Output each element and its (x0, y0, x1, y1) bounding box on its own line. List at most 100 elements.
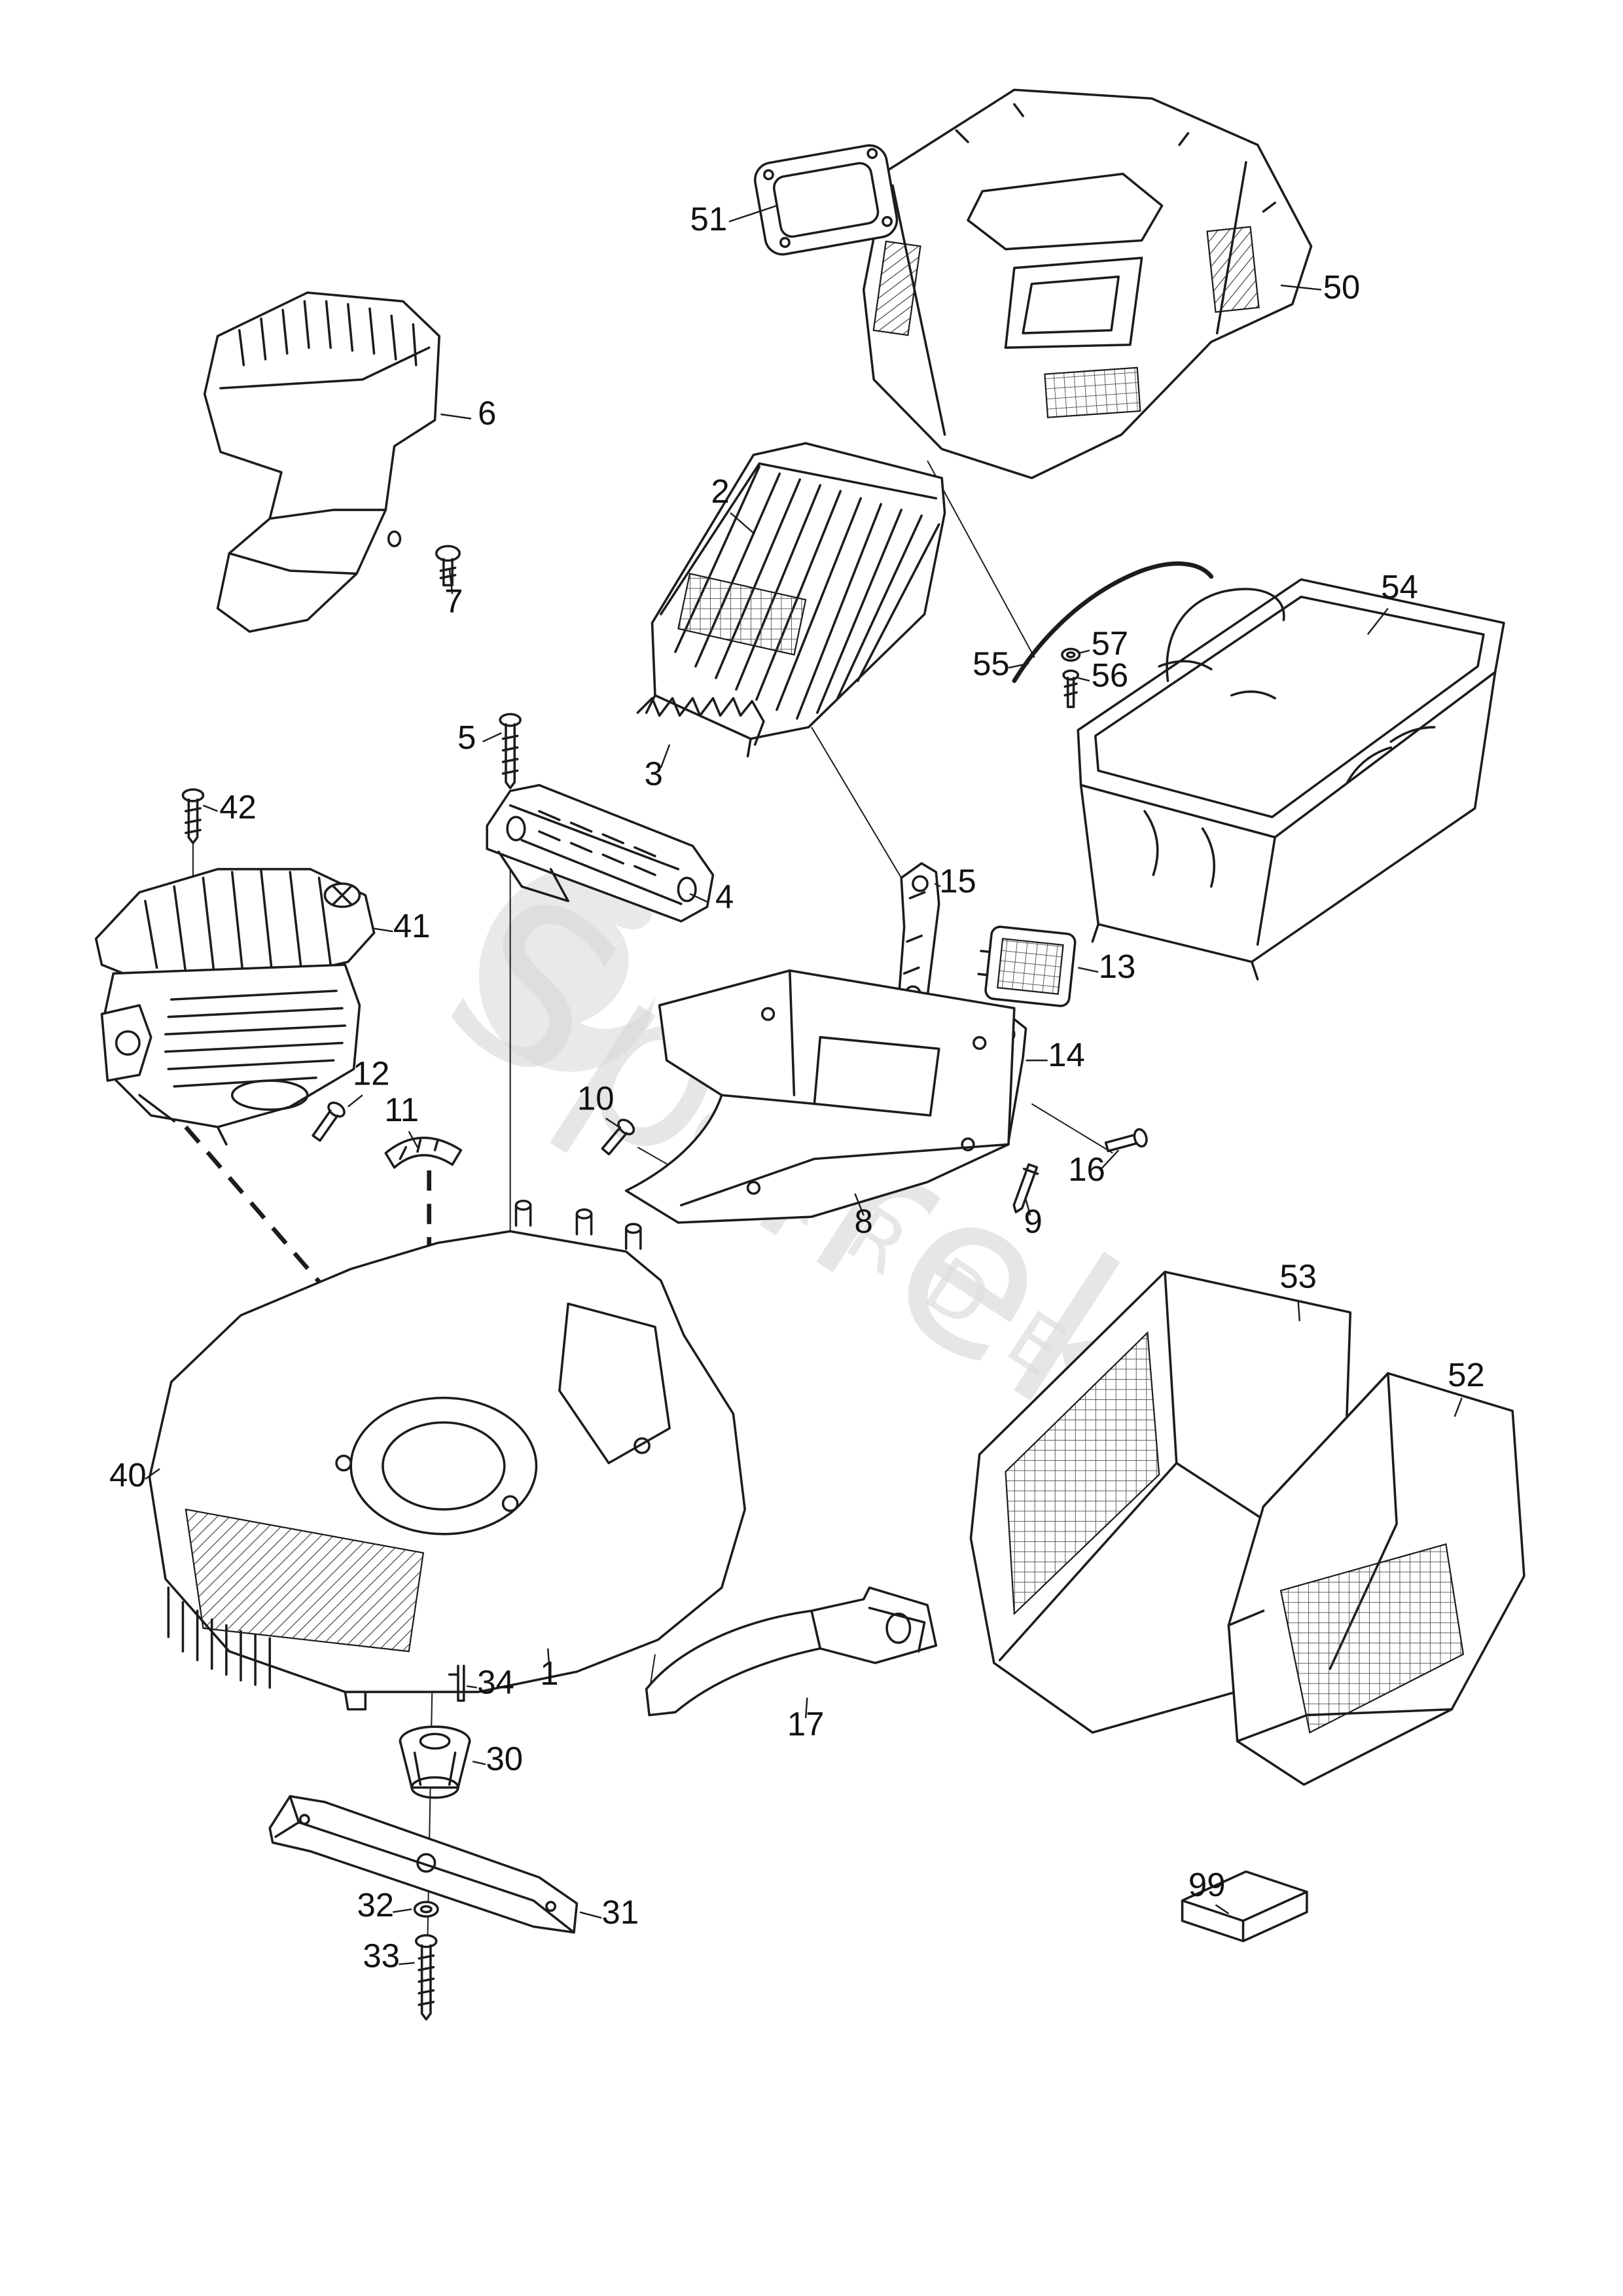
part-label-4: 4 (715, 878, 734, 916)
part-label-34: 34 (477, 1663, 514, 1700)
leader-line-34 (467, 1685, 477, 1689)
part-label-16: 16 (1068, 1151, 1105, 1188)
leader-line-56 (1077, 677, 1090, 682)
leader-line-5 (482, 732, 502, 743)
part-5-screw (499, 713, 522, 789)
part-label-14: 14 (1048, 1036, 1085, 1073)
watermark-leaf-logo (478, 869, 655, 1072)
part-55-handle-rod (1012, 561, 1214, 683)
leader-line-40 (145, 1468, 160, 1480)
leader-line-99 (1215, 1904, 1230, 1914)
part-label-8: 8 (855, 1202, 873, 1240)
leader-line-31 (579, 1911, 602, 1919)
part-label-99: 99 (1188, 1866, 1226, 1903)
part-56-screw (1062, 669, 1080, 708)
part-50-top-cover (862, 88, 1313, 480)
leader-line-57 (1077, 649, 1090, 655)
leader-line-53 (1297, 1300, 1301, 1321)
part-10-screw (601, 1119, 635, 1156)
part-11-clip (384, 1136, 463, 1169)
leader-line-8 (854, 1193, 865, 1216)
part-54-grass-bag (1077, 578, 1505, 980)
part-label-11: 11 (384, 1091, 419, 1128)
leader-line-10 (605, 1117, 620, 1128)
leader-line-54 (1366, 607, 1389, 636)
leader-line-41 (374, 927, 393, 933)
leader-line-9 (1025, 1199, 1031, 1216)
leader-line-55 (1008, 662, 1029, 669)
part-label-5: 5 (457, 719, 476, 756)
part-2-ribbed-cover (645, 442, 946, 758)
leader-line-13 (1077, 967, 1099, 973)
leader-line-50 (1280, 284, 1322, 291)
part-label-7: 7 (444, 583, 463, 620)
part-label-50: 50 (1323, 268, 1361, 306)
leader-line-17 (804, 1697, 808, 1719)
leader-line-6 (440, 413, 472, 420)
part-6-belt-cover (203, 291, 440, 633)
part-31-blade (268, 1795, 579, 1934)
part-label-1: 1 (540, 1655, 558, 1692)
part-41-engine (94, 868, 376, 1146)
leader-line-3 (660, 744, 671, 768)
part-label-15: 15 (939, 862, 976, 899)
leader-line-7 (448, 567, 454, 594)
leader-line-2 (730, 512, 755, 534)
part-label-31: 31 (602, 1893, 639, 1931)
part-7-screw (435, 545, 461, 586)
leader-line-30 (472, 1761, 486, 1765)
leader-line-42 (202, 804, 219, 812)
part-label-42: 42 (219, 788, 257, 825)
part-16-screw (1104, 1128, 1148, 1153)
part-label-32: 32 (357, 1886, 395, 1924)
leader-line-1 (546, 1648, 550, 1668)
leader-line-11 (408, 1130, 419, 1148)
leader-line-12 (347, 1094, 363, 1107)
part-8-rear-housing (624, 969, 1016, 1224)
part-51-cover-plate (754, 144, 899, 256)
part-label-53: 53 (1279, 1258, 1317, 1295)
leader-line-52 (1454, 1397, 1463, 1417)
part-1-deck (148, 1200, 746, 1711)
part-label-10: 10 (577, 1079, 615, 1117)
part-32-washer (413, 1901, 439, 1918)
part-label-30: 30 (486, 1740, 523, 1778)
part-3-spring (636, 697, 765, 746)
leader-line-15 (934, 882, 941, 888)
part-label-55: 55 (972, 645, 1010, 682)
part-17-handle-bracket (645, 1586, 938, 1717)
part-52-box-front (1227, 1372, 1525, 1786)
part-label-52: 52 (1448, 1356, 1485, 1393)
leader-line-33 (399, 1962, 415, 1965)
part-30-blade-adapter (399, 1725, 471, 1799)
part-99-kit-box (1181, 1870, 1308, 1943)
part-42-screw (181, 788, 205, 844)
part-9-pin (1012, 1163, 1039, 1213)
leader-line-51 (728, 205, 777, 223)
part-4-handle-bracket (486, 783, 715, 923)
part-label-9: 9 (1024, 1202, 1042, 1240)
leader-line-16 (1099, 1149, 1120, 1172)
part-label-57: 57 (1092, 624, 1129, 662)
part-33-bolt (415, 1934, 438, 2021)
part-label-51: 51 (690, 200, 728, 238)
part-label-3: 3 (645, 755, 663, 793)
part-57-washer (1061, 647, 1081, 662)
leader-line-4 (689, 893, 709, 903)
part-12-screw (312, 1102, 346, 1142)
part-label-56: 56 (1092, 656, 1129, 694)
part-label-54: 54 (1381, 568, 1418, 605)
part-label-40: 40 (109, 1456, 147, 1494)
part-label-2: 2 (711, 473, 729, 510)
part-13-panel (977, 925, 1077, 1007)
leader-line-32 (393, 1908, 412, 1913)
part-label-33: 33 (363, 1937, 400, 1975)
part-label-13: 13 (1099, 948, 1136, 985)
part-label-12: 12 (353, 1055, 390, 1092)
part-label-6: 6 (478, 394, 496, 431)
part-label-41: 41 (393, 907, 431, 944)
part-34-clip (448, 1664, 465, 1702)
